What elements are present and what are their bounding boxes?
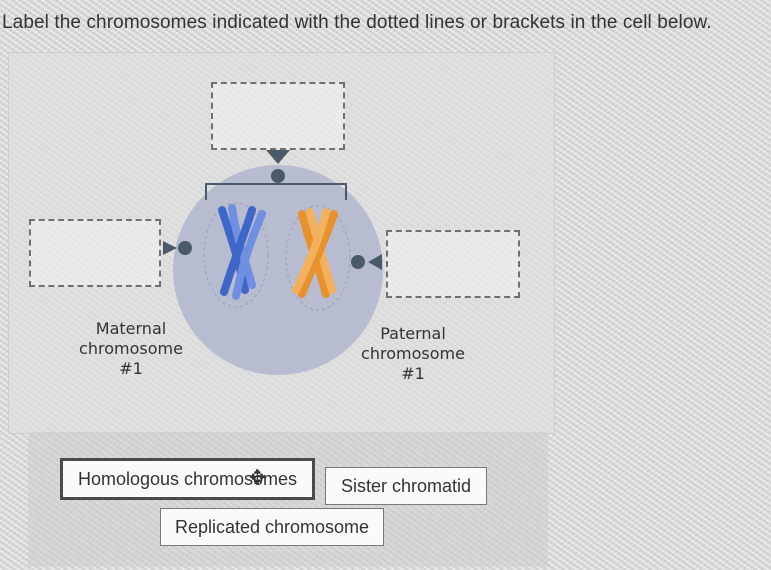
maternal-label: Maternal chromosome #1 xyxy=(79,319,183,378)
instruction-text: Label the chromosomes indicated with the… xyxy=(2,12,712,33)
move-icon[interactable]: ✥ xyxy=(249,467,266,489)
dropzone-left[interactable] xyxy=(29,219,161,287)
chip-replicated-chromosome[interactable]: Replicated chromosome xyxy=(160,508,384,546)
paternal-label: Paternal chromosome #1 xyxy=(361,324,465,383)
dropzone-right[interactable] xyxy=(386,230,520,298)
chip-sister-chromatid[interactable]: Sister chromatid xyxy=(325,467,487,505)
chip-homologous-chromosomes[interactable]: Homologous chromosomes xyxy=(60,458,315,500)
dropzone-top[interactable] xyxy=(211,82,345,150)
